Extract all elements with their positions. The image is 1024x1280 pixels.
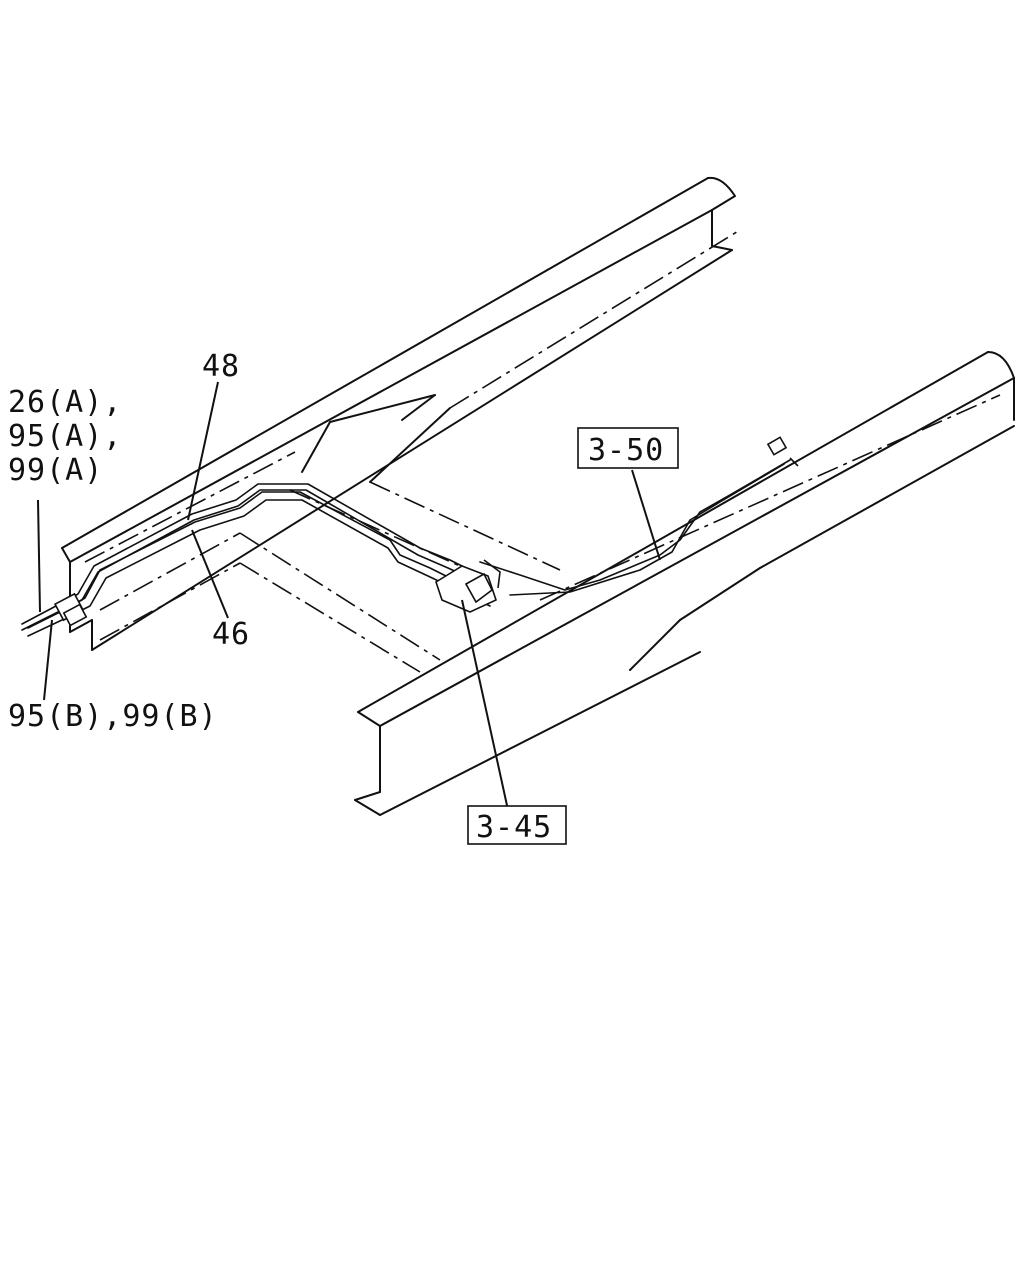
left-pipe-clamp: [53, 592, 88, 627]
upper-frame-rail: [61, 176, 736, 651]
brake-pipe-48: [21, 483, 479, 631]
ref-label-3-50: 3-50: [588, 433, 664, 468]
label-part-48: 48: [202, 349, 240, 384]
label-95b-99b: 95(B),99(B): [8, 699, 218, 734]
center-pipe-bracket: [435, 559, 501, 613]
brake-pipe-3-50: [479, 459, 791, 596]
ref-box-3-50[interactable]: 3-50: [577, 427, 679, 469]
ref-label-3-45: 3-45: [476, 810, 552, 845]
brake-pipe-46: [27, 491, 491, 637]
right-pipe-fitting: [766, 436, 799, 467]
label-99a: 99(A): [8, 453, 103, 488]
callout-leaders: [37, 381, 661, 811]
label-26a: 26(A),: [8, 385, 122, 420]
label-part-46: 46: [212, 617, 250, 652]
lower-frame-rail: [354, 351, 1015, 816]
label-95a: 95(A),: [8, 419, 122, 454]
ref-box-3-45[interactable]: 3-45: [467, 805, 567, 845]
